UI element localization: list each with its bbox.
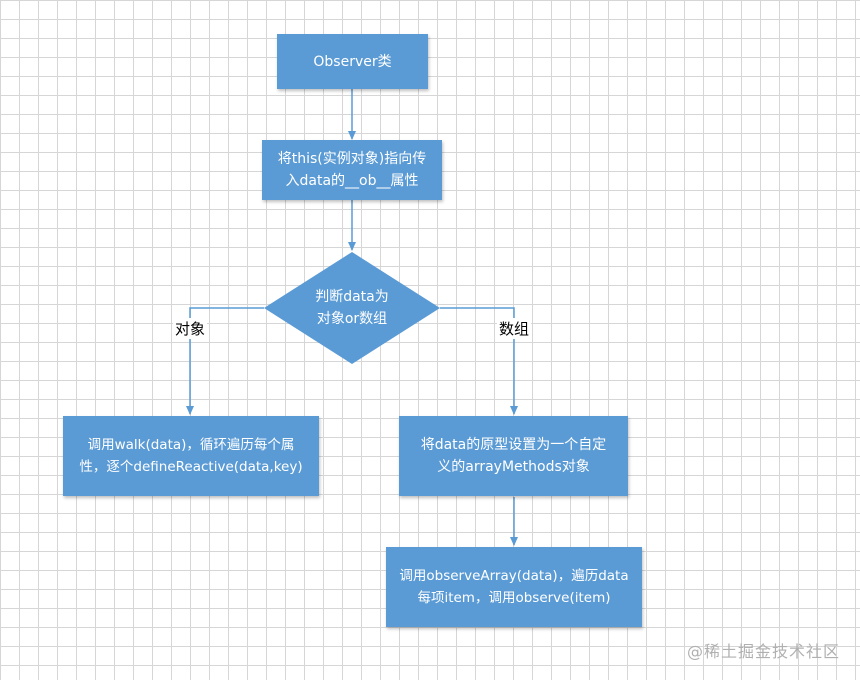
bind-ob-node: 将this(实例对象)指向传 入data的__ob__属性: [262, 140, 442, 200]
walk-label: 调用walk(data)，循环遍历每个属 性，逐个defineReactive(…: [79, 437, 303, 475]
bind-ob-label: 将this(实例对象)指向传 入data的__ob__属性: [277, 151, 427, 189]
walk-node: 调用walk(data)，循环遍历每个属 性，逐个defineReactive(…: [63, 416, 319, 496]
proto-node: 将data的原型设置为一个自定 义的arrayMethods对象: [399, 416, 628, 496]
observer-class-label: Observer类: [313, 53, 392, 70]
edge-decision-to-proto: [440, 307, 518, 415]
decision-diamond: [264, 252, 440, 364]
edge-label-array: 数组: [497, 318, 532, 339]
decision-label: 判断data为 对象or数组: [315, 289, 389, 327]
observer-class-node: Observer类: [277, 34, 428, 89]
edge-decision-to-walk: [186, 307, 264, 415]
watermark: @稀土掘金技术社区: [686, 642, 840, 661]
observe-array-node: 调用observeArray(data)，遍历data 每项item，调用obs…: [386, 547, 642, 627]
edge-label-object: 对象: [173, 318, 208, 339]
proto-label: 将data的原型设置为一个自定 义的arrayMethods对象: [420, 437, 607, 475]
observe-array-label: 调用observeArray(data)，遍历data 每项item，调用obs…: [399, 568, 629, 606]
